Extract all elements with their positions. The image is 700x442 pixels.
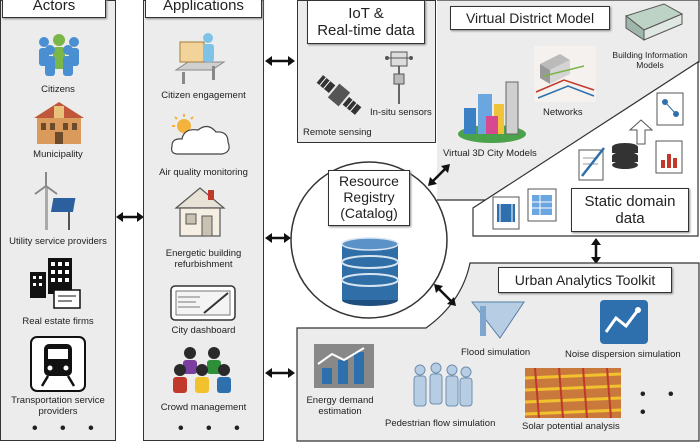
app-crowd-management-label: Crowd management bbox=[160, 402, 247, 413]
house-icon bbox=[174, 187, 226, 237]
arrow-apps-toolkit bbox=[265, 368, 295, 378]
database-icon bbox=[341, 237, 399, 306]
static-title-line2: data bbox=[615, 210, 645, 228]
table-icon bbox=[527, 188, 557, 222]
actor-real-estate-label: Real estate firms bbox=[22, 316, 94, 327]
arrow-registry-district bbox=[428, 164, 450, 186]
pedestrians-icon bbox=[413, 362, 473, 407]
upload-arrow-icon bbox=[628, 119, 654, 145]
bar-report-icon bbox=[655, 140, 683, 174]
energy-chart-icon bbox=[314, 344, 374, 388]
chart-doc-icon bbox=[656, 92, 684, 126]
train-icon bbox=[30, 336, 86, 392]
toolkit-energy-label: Energy demand estimation bbox=[306, 395, 374, 417]
arrow-apps-iot bbox=[265, 56, 295, 66]
citizen-engagement-icon bbox=[174, 33, 226, 84]
registry-title-line2: Registry bbox=[343, 189, 395, 206]
actor-municipality-label: Municipality bbox=[33, 149, 83, 160]
weather-sensor-icon bbox=[385, 51, 413, 104]
applications-title: Applications bbox=[145, 0, 262, 18]
database-stack-icon bbox=[612, 143, 638, 169]
static-domain-title: Static domain data bbox=[571, 188, 689, 232]
bim-building-icon bbox=[624, 3, 684, 41]
actor-transport-label: Transportation service providers bbox=[11, 395, 105, 417]
registry-title-line3: (Catalog) bbox=[340, 205, 398, 222]
applications-more-dots: • • • bbox=[178, 420, 249, 437]
actor-utility-label: Utility service providers bbox=[9, 236, 107, 247]
app-air-quality-label: Air quality monitoring bbox=[159, 167, 248, 178]
toolkit-flood-label: Flood simulation bbox=[461, 347, 531, 358]
toolkit-solar-label: Solar potential analysis bbox=[522, 421, 620, 432]
district-city3d-label: Virtual 3D City Models bbox=[443, 148, 537, 159]
iot-title-line2: Real-time data bbox=[317, 22, 415, 40]
networks-icon bbox=[534, 46, 596, 102]
city-3d-icon bbox=[458, 81, 526, 143]
pen-document-icon bbox=[578, 147, 605, 181]
iot-remote-sensing-label: Remote sensing bbox=[303, 127, 372, 138]
toolkit-noise-label: Noise dispersion simulation bbox=[565, 349, 681, 360]
registry-title: Resource Registry (Catalog) bbox=[328, 170, 410, 226]
arrow-static-toolkit bbox=[591, 238, 601, 264]
municipality-icon bbox=[34, 102, 84, 144]
registry-title-line1: Resource bbox=[339, 173, 399, 189]
wind-turbine-icon bbox=[34, 172, 76, 230]
district-bim-label: Building Information Models bbox=[612, 50, 688, 70]
district-networks-label: Networks bbox=[543, 107, 583, 118]
arrow-registry-toolkit bbox=[434, 284, 456, 306]
static-title-line1: Static domain bbox=[584, 193, 676, 210]
iot-in-situ-label: In-situ sensors bbox=[370, 107, 432, 118]
actors-more-dots: • • • bbox=[32, 420, 103, 437]
noise-chart-icon bbox=[600, 300, 648, 344]
arrow-actors-applications bbox=[116, 212, 144, 222]
crowd-icon bbox=[173, 347, 231, 393]
real-estate-icon bbox=[30, 258, 81, 309]
actor-citizens-label: Citizens bbox=[41, 84, 75, 95]
satellite-icon bbox=[316, 75, 362, 115]
iot-title: IoT & Real-time data bbox=[307, 0, 425, 44]
film-icon bbox=[492, 196, 520, 230]
district-title: Virtual District Model bbox=[450, 6, 610, 30]
solar-map-icon bbox=[524, 367, 622, 419]
app-city-dashboard-label: City dashboard bbox=[171, 325, 236, 336]
cloud-sun-icon bbox=[171, 114, 230, 155]
toolkit-title: Urban Analytics Toolkit bbox=[498, 267, 672, 293]
citizens-icon bbox=[39, 34, 79, 76]
app-citizen-engagement-label: Citizen engagement bbox=[161, 90, 246, 101]
toolkit-more-dots: • • • bbox=[640, 386, 683, 421]
actors-title: Actors bbox=[2, 0, 106, 18]
app-refurbishment-label: Energetic building refurbishment bbox=[165, 248, 242, 270]
dashboard-icon bbox=[170, 285, 236, 321]
flood-icon bbox=[470, 301, 525, 339]
iot-title-line1: IoT & bbox=[348, 5, 384, 22]
toolkit-pedestrian-label: Pedestrian flow simulation bbox=[385, 418, 496, 429]
arrow-apps-registry bbox=[265, 233, 291, 243]
